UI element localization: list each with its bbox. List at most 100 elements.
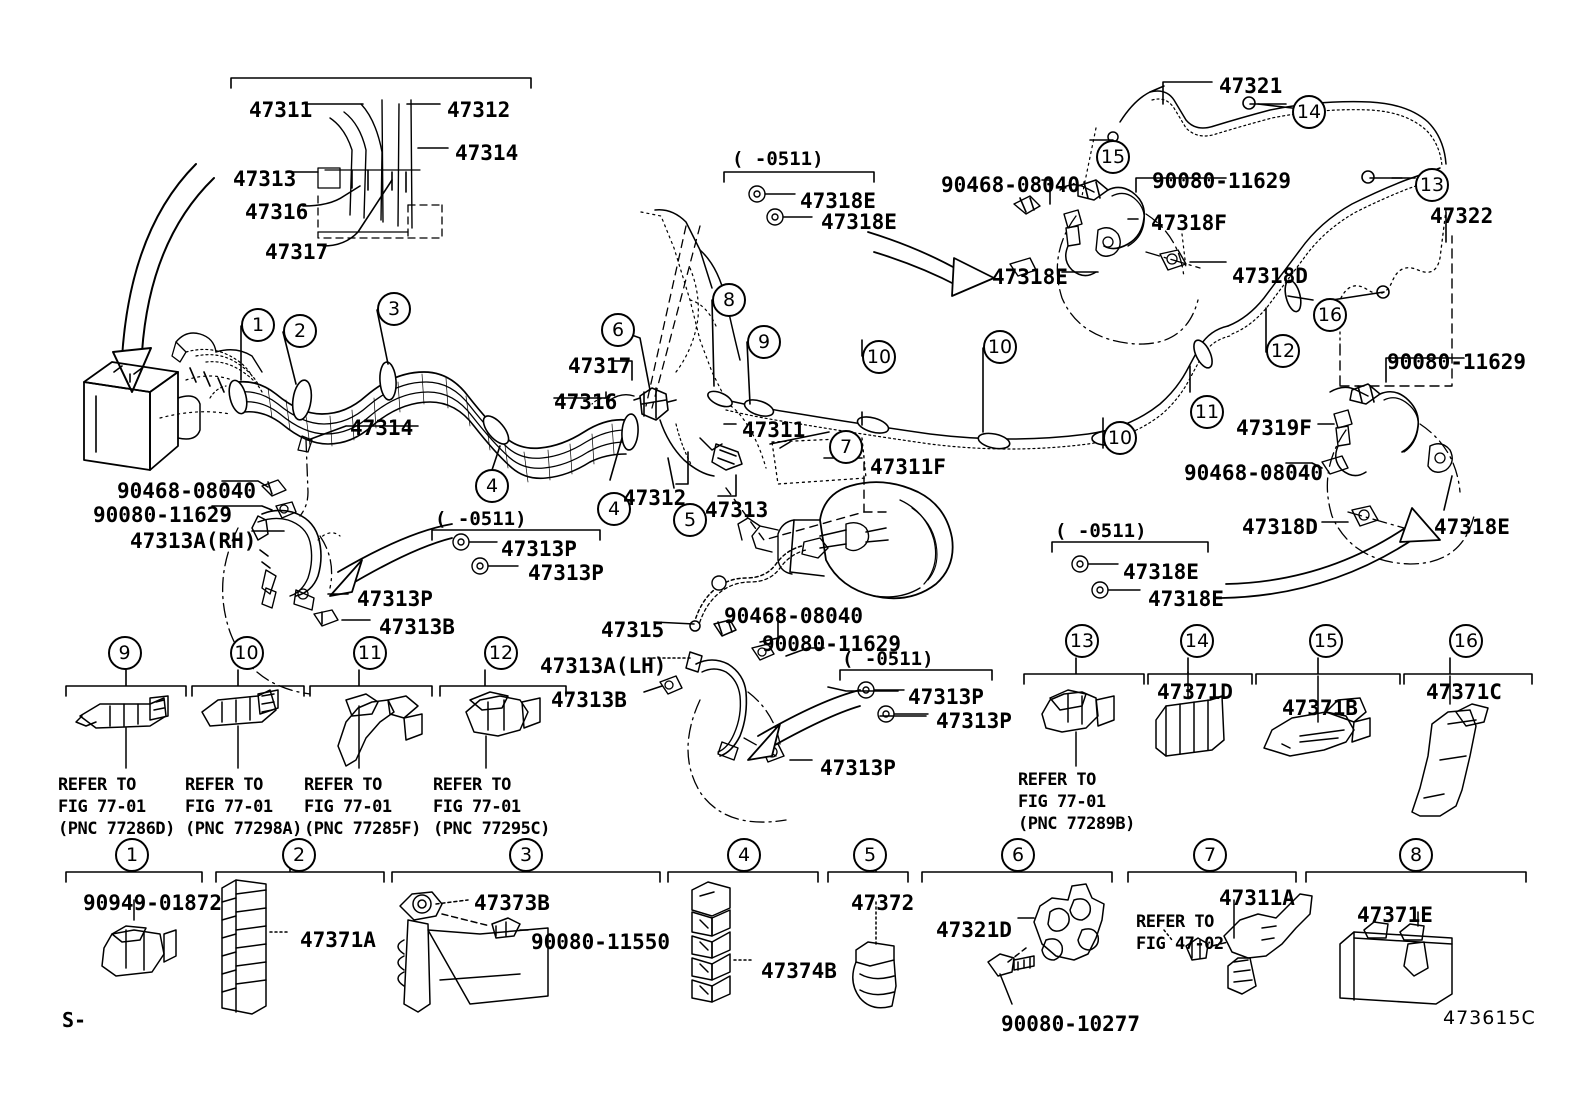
legend-refer-12: REFER TO FIG 77-01 (PNC 77295C) (433, 775, 550, 839)
part-label-90080-11629: 90080-11629 (1152, 169, 1292, 193)
part-label-47312: 47312 (623, 486, 687, 510)
callout-bubble-15[interactable]: 15 (1096, 140, 1130, 174)
callout-bubble-7[interactable]: 7 (829, 430, 863, 464)
legend-refer-13: REFER TO FIG 77-01 (PNC 77289B) (1018, 770, 1135, 834)
part-label-47313P: 47313P (501, 537, 577, 561)
legend-part-9008011550: 90080-11550 (531, 930, 671, 954)
legend-part-47371C: 47371C (1426, 680, 1502, 704)
legend-part-9008010277: 90080-10277 (1001, 1012, 1141, 1036)
callout-bubble-6[interactable]: 6 (601, 313, 635, 347)
legend-part-47371E: 47371E (1357, 903, 1433, 927)
legend-bubble-7[interactable]: 7 (1193, 838, 1227, 872)
date-range-label: ( -0511) (435, 508, 527, 530)
legend-refer-10: REFER TO FIG 77-01 (PNC 77298A) (185, 775, 302, 839)
part-label-90080-11629: 90080-11629 (93, 503, 233, 527)
callout-bubble-11[interactable]: 11 (1190, 395, 1224, 429)
part-label-47322: 47322 (1430, 204, 1494, 228)
legend-part-47311A: 47311A (1219, 886, 1295, 910)
legend-part-9094901872: 90949-01872 (83, 891, 223, 915)
part-label-47313: 47313 (233, 167, 297, 191)
part-label-47318F: 47318F (1151, 211, 1227, 235)
legend-part-47371D: 47371D (1157, 680, 1233, 704)
legend-bubble-4[interactable]: 4 (727, 838, 761, 872)
part-label-47318D: 47318D (1242, 515, 1318, 539)
part-label-47314: 47314 (350, 416, 414, 440)
part-label-47314: 47314 (455, 141, 519, 165)
part-label-47313B: 47313B (379, 615, 455, 639)
part-label-90468-08040: 90468-08040 (724, 604, 864, 628)
part-label-47319F: 47319F (1236, 416, 1312, 440)
legend-bubble-8[interactable]: 8 (1399, 838, 1433, 872)
legend-bubble-15[interactable]: 15 (1309, 624, 1343, 658)
part-label-47321: 47321 (1219, 74, 1283, 98)
legend-bubble-12[interactable]: 12 (484, 636, 518, 670)
legend-bubble-5[interactable]: 5 (853, 838, 887, 872)
callout-bubble-10[interactable]: 10 (862, 340, 896, 374)
part-label-47313P: 47313P (908, 685, 984, 709)
legend-bubble-10[interactable]: 10 (229, 636, 264, 670)
legend-part-47321D: 47321D (936, 918, 1012, 942)
part-label-47313ARH: 47313A(RH) (130, 529, 257, 553)
callout-bubble-10[interactable]: 10 (1103, 421, 1137, 455)
part-label-47318E: 47318E (800, 189, 876, 213)
legend-bubble-13[interactable]: 13 (1065, 624, 1099, 658)
part-label-47311F: 47311F (870, 455, 946, 479)
date-range-label: ( -0511) (732, 148, 824, 170)
part-label-47311: 47311 (742, 418, 806, 442)
callout-bubble-9[interactable]: 9 (747, 325, 781, 359)
sheet-code: 473615C (1443, 1007, 1536, 1029)
legend-bubble-14[interactable]: 14 (1180, 624, 1214, 658)
callout-bubble-10[interactable]: 10 (983, 330, 1017, 364)
legend-part-REFERTO: REFER TO FIG 47-02 (1136, 912, 1224, 954)
date-range-label: ( -0511) (1055, 520, 1147, 542)
legend-bubble-6[interactable]: 6 (1001, 838, 1035, 872)
part-label-47313ALH: 47313A(LH) (540, 654, 667, 678)
part-label-47318E: 47318E (1123, 560, 1199, 584)
part-label-47317: 47317 (568, 354, 632, 378)
sheet-mark: S- (62, 1008, 87, 1032)
legend-part-47372: 47372 (851, 891, 915, 915)
part-label-47318E: 47318E (821, 210, 897, 234)
callout-bubble-5[interactable]: 5 (673, 503, 707, 537)
part-label-47313B: 47313B (551, 688, 627, 712)
callout-bubble-1[interactable]: 1 (241, 308, 275, 342)
part-label-47318E: 47318E (1434, 515, 1510, 539)
part-label-47311: 47311 (249, 98, 313, 122)
legend-refer-11: REFER TO FIG 77-01 (PNC 77285F) (304, 775, 421, 839)
part-label-47316: 47316 (245, 200, 309, 224)
callout-bubble-14[interactable]: 14 (1292, 95, 1326, 129)
part-label-47313: 47313 (705, 498, 769, 522)
part-label-47317: 47317 (265, 240, 329, 264)
legend-part-47371B: 47371B (1282, 696, 1358, 720)
legend-part-47373B: 47373B (474, 891, 550, 915)
callout-bubble-4[interactable]: 4 (597, 492, 631, 526)
callout-bubble-12[interactable]: 12 (1266, 334, 1300, 368)
part-label-47312: 47312 (447, 98, 511, 122)
legend-bubble-16[interactable]: 16 (1449, 624, 1483, 658)
date-range-label: ( -0511) (842, 648, 934, 670)
legend-bubble-3[interactable]: 3 (509, 838, 543, 872)
callout-bubble-2[interactable]: 2 (283, 314, 317, 348)
part-label-47318D: 47318D (1232, 264, 1308, 288)
part-label-47316: 47316 (554, 390, 618, 414)
part-label-90468-08040: 90468-08040 (117, 479, 257, 503)
part-label-90080-11629: 90080-11629 (1387, 350, 1527, 374)
part-label-47318E: 47318E (1148, 587, 1224, 611)
callout-bubble-13[interactable]: 13 (1415, 168, 1449, 202)
callout-bubble-3[interactable]: 3 (377, 292, 411, 326)
legend-bubble-11[interactable]: 11 (353, 636, 387, 670)
callout-bubble-16[interactable]: 16 (1313, 298, 1347, 332)
legend-bubble-9[interactable]: 9 (107, 636, 142, 670)
callout-bubble-4[interactable]: 4 (475, 469, 509, 503)
part-label-47313P: 47313P (357, 587, 433, 611)
part-label-90468-08040: 90468-08040 (1184, 461, 1324, 485)
legend-bubble-2[interactable]: 2 (282, 838, 316, 872)
callout-bubble-8[interactable]: 8 (712, 283, 746, 317)
legend-part-47371A: 47371A (300, 928, 376, 952)
legend-part-47374B: 47374B (761, 959, 837, 983)
part-label-47315: 47315 (601, 618, 665, 642)
part-label-90468-08040: 90468-08040 (941, 173, 1081, 197)
legend-bubble-1[interactable]: 1 (115, 838, 149, 872)
part-label-47313P: 47313P (820, 756, 896, 780)
